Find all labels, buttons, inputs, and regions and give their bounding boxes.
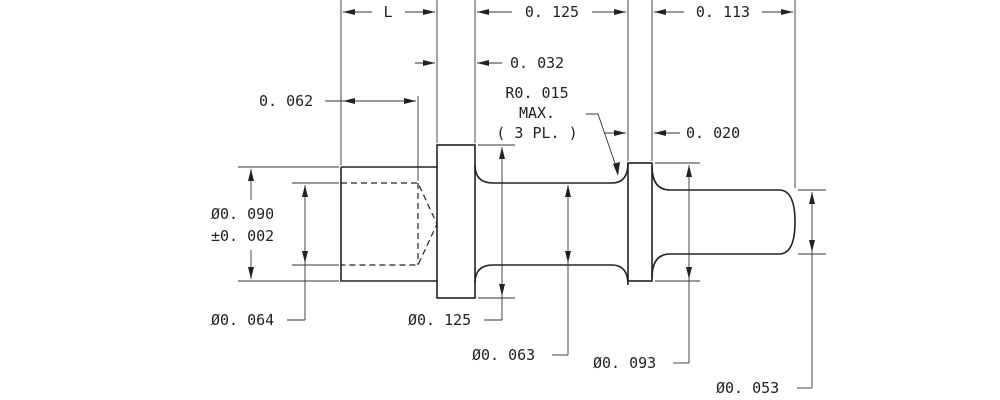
label-top-0113: 0. 113	[696, 3, 750, 21]
label-tol-0002: ±0. 002	[211, 227, 274, 245]
label-dia-0090: Ø0. 090	[211, 205, 274, 223]
label-0032: 0. 032	[510, 54, 564, 72]
label-dia-0093: Ø0. 093	[593, 354, 656, 372]
label-0062: 0. 062	[259, 92, 313, 110]
extension-lines	[238, 0, 826, 299]
label-radius-3: ( 3 PL. )	[496, 124, 577, 142]
label-dia-0125: Ø0. 125	[408, 311, 471, 329]
hidden-bore	[341, 182, 438, 266]
label-l: L	[383, 3, 392, 21]
label-radius-1: R0. 015	[505, 84, 568, 102]
collar	[436, 144, 476, 299]
shank	[474, 162, 629, 286]
dimension-lines	[248, 9, 815, 389]
tip	[651, 165, 796, 279]
dimension-labels: L 0. 125 0. 113 0. 032 0. 062 R0. 015 MA…	[211, 3, 779, 397]
label-dia-0064: Ø0. 064	[211, 311, 274, 329]
left-sleeve	[340, 166, 437, 282]
label-radius-2: MAX.	[519, 104, 555, 122]
label-top-0125: 0. 125	[525, 3, 579, 21]
label-dia-0063: Ø0. 063	[472, 346, 535, 364]
second-collar	[627, 162, 653, 282]
part-outline	[340, 144, 796, 299]
label-dia-0053: Ø0. 053	[716, 379, 779, 397]
label-0020: 0. 020	[686, 124, 740, 142]
